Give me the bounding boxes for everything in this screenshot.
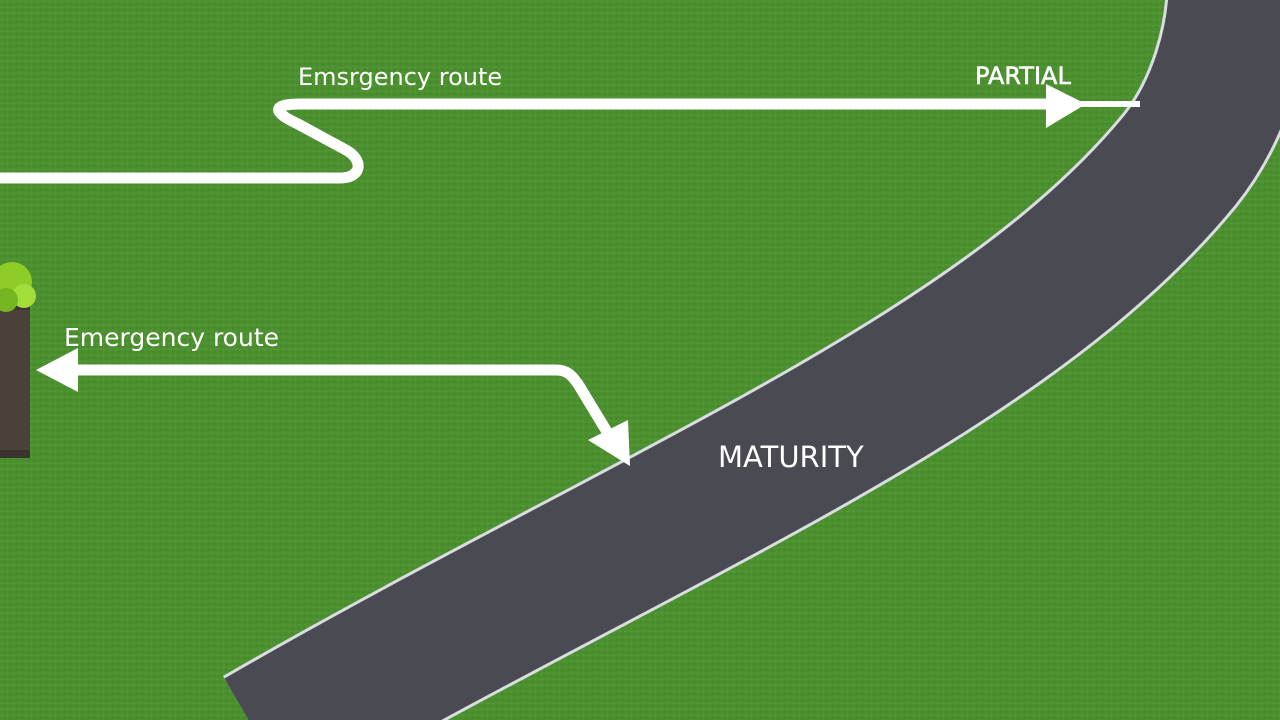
- road-label: MATURITY: [718, 440, 864, 474]
- top-route-label: Emsrgency route: [298, 63, 502, 91]
- top-route-arrow: [0, 84, 1140, 184]
- left-route-label: Emergency route: [64, 323, 279, 352]
- left-route-arrow: [36, 348, 630, 466]
- left-route-arrowhead-left: [36, 348, 78, 392]
- partial-label: PARTIAL: [975, 62, 1071, 90]
- left-route-arrowhead-down: [588, 420, 630, 466]
- top-route-arrowhead: [1046, 84, 1086, 128]
- road: [222, 0, 1280, 720]
- tree-planter: [0, 262, 36, 458]
